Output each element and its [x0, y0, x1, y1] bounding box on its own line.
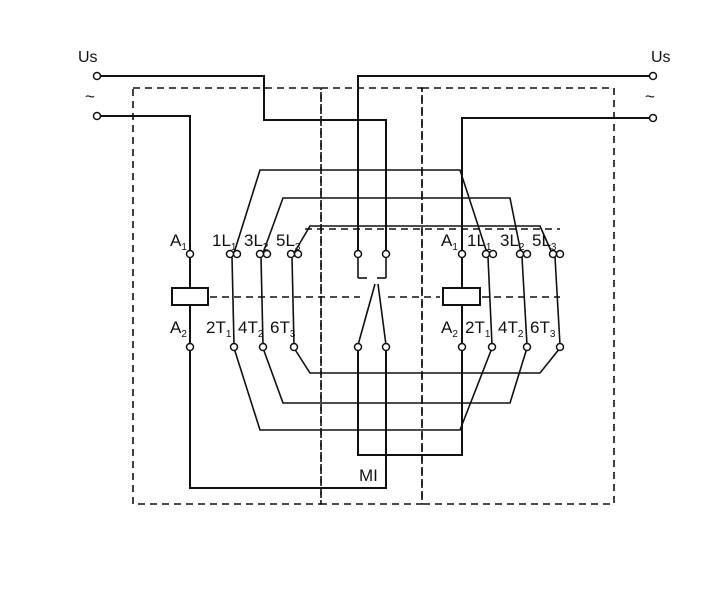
left-contactor-enclosure	[132, 87, 322, 505]
right-3l2-terminal-b	[522, 249, 532, 259]
left-supply-symbol: ~	[85, 87, 95, 106]
right-contact-1	[487, 256, 493, 346]
right-contact-2	[521, 256, 528, 346]
right-a2-terminal	[457, 342, 467, 352]
left-contact-3	[291, 256, 295, 346]
right-a1-label: A1	[441, 231, 458, 253]
labels: Us ~ Us ~ A1 A2 1L1 3L2 5L3 2T1 4T2 6T3 …	[78, 49, 671, 485]
interlock-terminal-top-left	[353, 249, 363, 259]
left-6t3-terminal	[289, 342, 299, 352]
right-6t3-label: 6T3	[530, 318, 556, 340]
interlock-terminal-bottom-right	[381, 342, 391, 352]
left-supply-terminal-bottom	[92, 111, 102, 121]
right-supply-wire-bottom	[461, 117, 651, 255]
left-1l1-label: 1L1	[212, 231, 237, 253]
right-4t2-label: 4T2	[498, 318, 524, 340]
left-5l3-terminal	[286, 249, 296, 259]
left-2t1-label: 2T1	[206, 318, 232, 340]
wiring	[100, 75, 651, 489]
right-a1-terminal	[457, 249, 467, 259]
phase-3-line-cross	[293, 225, 553, 254]
interlock-contact-left-blade	[357, 283, 376, 346]
left-6t3-label: 6T3	[270, 318, 296, 340]
right-2t1-label: 2T1	[465, 318, 491, 340]
right-contact-3	[554, 256, 561, 346]
interlock-contact-right-blade	[377, 283, 387, 346]
interlock-enclosure	[320, 87, 423, 505]
left-coil	[171, 287, 209, 306]
left-supply-wire-bottom	[100, 115, 191, 255]
phase-1-line-cross	[233, 169, 488, 254]
left-supply-wire-top	[100, 75, 387, 255]
left-4t2-terminal	[258, 342, 268, 352]
left-a2-label: A2	[170, 318, 187, 340]
right-supply-terminal-top	[648, 71, 658, 81]
right-supply-label: Us	[651, 49, 671, 66]
enclosure-outlines	[132, 87, 615, 505]
right-supply-wire-top	[357, 75, 651, 255]
right-4t2-terminal	[522, 342, 532, 352]
right-contactor-enclosure	[421, 87, 615, 505]
right-3l2-label: 3L2	[500, 231, 525, 253]
left-coil-return	[189, 346, 387, 489]
left-1l1-terminal-b	[232, 249, 242, 259]
left-a1-label: A1	[170, 231, 187, 253]
right-1l1-terminal-b	[488, 249, 498, 259]
right-6t3-terminal	[555, 342, 565, 352]
left-supply-terminal-top	[92, 71, 102, 81]
right-5l3-label: 5L3	[532, 231, 557, 253]
right-supply-terminal-bottom	[648, 113, 658, 123]
right-coil	[442, 287, 481, 306]
right-a2-label: A2	[441, 318, 458, 340]
right-supply-symbol: ~	[645, 87, 655, 106]
left-a1-terminal	[185, 249, 195, 259]
interlock-terminal-bottom-left	[353, 342, 363, 352]
phase-2-load-cross	[262, 347, 528, 404]
right-2t1-terminal	[487, 342, 497, 352]
left-contact-2	[260, 256, 264, 346]
right-coil-return	[357, 346, 463, 456]
left-supply-label: Us	[78, 49, 98, 66]
phase-1-load-cross	[233, 347, 493, 431]
left-2t1-terminal	[229, 342, 239, 352]
interlock-terminal-top-right	[381, 249, 391, 259]
left-a2-terminal	[185, 342, 195, 352]
left-3l2-terminal-b	[262, 249, 272, 259]
left-5l3-terminal-b	[293, 249, 303, 259]
left-3l2-label: 3L2	[244, 231, 269, 253]
right-1l1-label: 1L1	[467, 231, 492, 253]
left-contact-1	[231, 256, 235, 346]
right-5l3-terminal-b	[555, 249, 565, 259]
left-5l3-label: 5L3	[276, 231, 301, 253]
interlock-label: MI	[359, 466, 378, 485]
phase-3-load-cross	[293, 347, 561, 374]
left-4t2-label: 4T2	[238, 318, 264, 340]
terminals	[92, 71, 658, 352]
